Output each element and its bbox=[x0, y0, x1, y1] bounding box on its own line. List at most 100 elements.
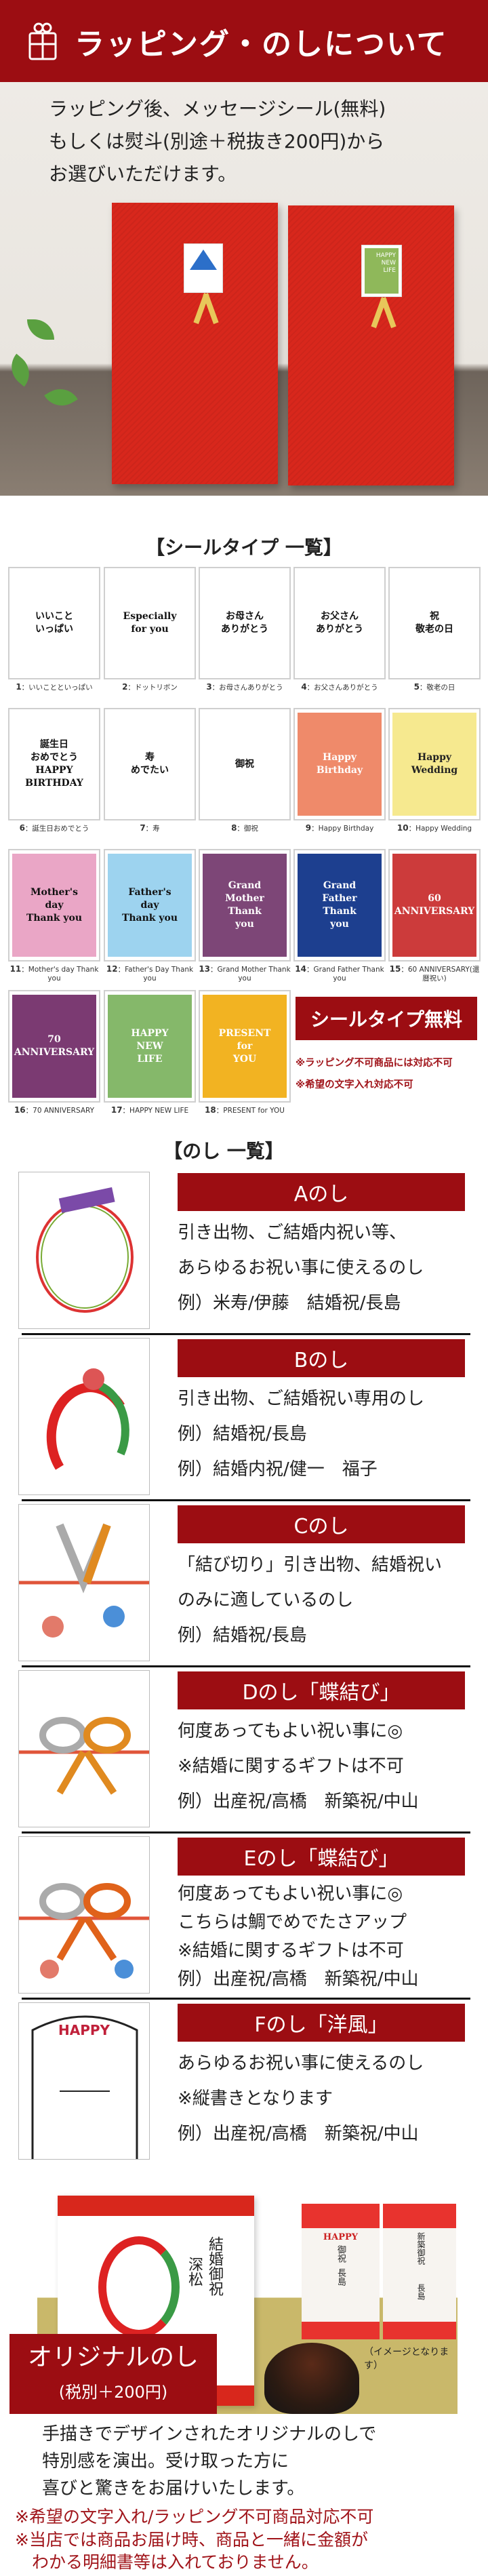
wrapped-gift-left bbox=[112, 203, 278, 484]
sticker-label: 5：敬老の日 bbox=[388, 683, 481, 692]
small-box-happy: HAPPY 御祝 長島 bbox=[302, 2204, 380, 2339]
sticker-art: 祝 敬老の日 bbox=[392, 572, 476, 675]
sticker-art: お母さん ありがとう bbox=[203, 572, 287, 675]
sticker-number: 2 bbox=[122, 682, 128, 692]
intro-line: もしくは熨斗(別途＋税抜き200円)から bbox=[49, 130, 385, 153]
noshi-illustration bbox=[31, 2015, 138, 2159]
badge-title: オリジナルのし bbox=[27, 2343, 199, 2371]
sticker-option-15: 60 ANNIVERSARY bbox=[388, 849, 481, 962]
separator: ： bbox=[24, 825, 33, 833]
noshi-description-line: 例）結婚内祝/健一 福子 bbox=[178, 1459, 378, 1480]
noshi-description: 何度あってもよい祝い事に◎こちらは鯛でめでたさアップ※結婚に関するギフトは不可例… bbox=[178, 1880, 483, 1994]
sticker-name: 60 ANNIVERSARY(還暦祝い) bbox=[407, 966, 480, 983]
separator: ： bbox=[216, 1107, 224, 1115]
sticker-option-13: Grand Mother Thank you bbox=[199, 849, 291, 962]
sticker-number: 17 bbox=[110, 1105, 123, 1115]
sticker-label: 13：Grand Mother Thank you bbox=[199, 965, 291, 983]
noshi-image-b bbox=[18, 1338, 150, 1495]
sticker-label: 8：御祝 bbox=[199, 824, 291, 833]
sticker-name: 敬老の日 bbox=[426, 683, 455, 692]
page-title: ラッピング・のしについて bbox=[75, 26, 448, 62]
noshi-description-line: こちらは鯛でめでたさアップ bbox=[178, 1912, 407, 1933]
footer-note: ※希望の文字入れ/ラッピング不可商品対応不可 bbox=[15, 2507, 374, 2527]
sticker-number: 3 bbox=[206, 682, 212, 692]
noshi-illustration bbox=[19, 1523, 149, 1638]
sticker-art: Grand Father Thank you bbox=[298, 854, 382, 957]
noshi-illustration bbox=[19, 1717, 149, 1795]
sticker-number: 8 bbox=[231, 823, 237, 833]
description-line: 特別感を演出。受け取った方に bbox=[42, 2451, 289, 2472]
sticker-number: 1 bbox=[16, 682, 22, 692]
noshi-title: Fのし「洋風」 bbox=[178, 2004, 465, 2042]
sticker-label: 10：Happy Wedding bbox=[388, 824, 481, 833]
noshi-image-e bbox=[18, 1836, 150, 1994]
noshi-description-line: あらゆるお祝い事に使えるのし bbox=[178, 1258, 424, 1278]
original-noshi-photo: 結婚御祝 深松 HAPPY 御祝 長島 新築御祝 長島 （イメージとなります） bbox=[37, 2190, 458, 2414]
noshi-description-line: 例）出産祝/高橋 新築祝/中山 bbox=[178, 2124, 419, 2144]
noshi-description: 引き出物、ご結婚祝い専用のし例）結婚祝/長島例）結婚内祝/健一 福子 bbox=[178, 1381, 483, 1487]
sticker-number: 4 bbox=[301, 682, 307, 692]
noshi-description-line: 引き出物、ご結婚内祝い等、 bbox=[178, 1223, 407, 1243]
sticker-name: Grand Father Thank you bbox=[313, 966, 384, 983]
sticker-list-title: 【シールタイプ 一覧】 bbox=[146, 536, 342, 559]
divider bbox=[22, 1998, 470, 2000]
separator: ： bbox=[237, 825, 244, 833]
sticker-name: お母さんありがとう bbox=[219, 683, 283, 692]
badge-price: (税別＋200円) bbox=[58, 2383, 168, 2402]
small-box-text: HAPPY bbox=[323, 2232, 359, 2242]
noshi-description: あらゆるお祝い事に使えるのし ※縦書きとなります例）出産祝/高橋 新築祝/中山 bbox=[178, 2046, 483, 2152]
divider bbox=[22, 1333, 470, 1335]
noshi-image-d bbox=[18, 1670, 150, 1827]
separator: ： bbox=[408, 825, 416, 833]
noshi-description-line: 何度あってもよい祝い事に◎ bbox=[178, 1884, 403, 1904]
sticker-number: 6 bbox=[19, 823, 25, 833]
separator: ： bbox=[401, 966, 408, 974]
sticker-label: 3：お母さんありがとう bbox=[199, 683, 291, 692]
ribbon bbox=[380, 297, 396, 328]
description-line: 手描きでデザインされたオリジナルのしで bbox=[42, 2424, 377, 2444]
small-box-shinchiku: 新築御祝 長島 bbox=[383, 2204, 456, 2339]
sticker-option-9: Happy Birthday bbox=[293, 708, 386, 820]
noshi-description-line: 何度あってもよい祝い事に◎ bbox=[178, 1721, 403, 1741]
separator: ： bbox=[21, 966, 28, 974]
noshi-ring-art bbox=[98, 2236, 180, 2338]
noshi-image-f: HAPPY bbox=[18, 2002, 150, 2160]
sticker-number: 15 bbox=[389, 964, 401, 974]
sticker-name: お父さんありがとう bbox=[314, 683, 378, 692]
separator: ： bbox=[210, 966, 218, 974]
footer-note: わかる明細書等は入れておりません。 bbox=[15, 2552, 319, 2572]
separator: ： bbox=[127, 683, 135, 692]
small-box-text: 御祝 bbox=[336, 2245, 346, 2263]
plant-leaf bbox=[44, 382, 78, 413]
sticker-art: HAPPY NEW LIFE bbox=[108, 995, 192, 1098]
noshi-title: Dのし「蝶結び」 bbox=[178, 1671, 465, 1709]
noshi-image-a bbox=[18, 1172, 150, 1329]
sticker-art: 60 ANNIVERSARY bbox=[392, 854, 476, 957]
noshi-description-line: 「結び切り」引き出物、結婚祝い bbox=[178, 1555, 443, 1575]
sticker-note: ※ラッピング不可商品には対応不可 bbox=[296, 1058, 453, 1069]
noshi-description-line: 例）出産祝/高橋 新築祝/中山 bbox=[178, 1791, 419, 1812]
gift-icon bbox=[28, 22, 57, 60]
original-noshi-description: 手描きでデザインされたオリジナルのしで 特別感を演出。受け取った方に 喜びと驚き… bbox=[42, 2421, 376, 2502]
sticker-label: 12：Father's Day Thank you bbox=[104, 965, 196, 983]
separator: ： bbox=[122, 1107, 130, 1115]
sticker-art: 70 ANNIVERSARY bbox=[12, 995, 96, 1098]
sticker-option-16: 70 ANNIVERSARY bbox=[8, 990, 100, 1103]
separator: ： bbox=[311, 825, 319, 833]
sticker-text: HAPPY NEW LIFE bbox=[365, 248, 399, 294]
sticker-label: 18：PRESENT for YOU bbox=[199, 1106, 291, 1115]
noshi-illustration bbox=[36, 1187, 134, 1313]
plant-leaf bbox=[27, 319, 54, 340]
sticker-art: Especially for you bbox=[108, 572, 192, 675]
sticker-label: 1：いいことといっぱい bbox=[8, 683, 100, 692]
noshi-description-line: ※結婚に関するギフトは不可 bbox=[178, 1941, 404, 1961]
noshi-description-line: ※縦書きとなります bbox=[178, 2088, 333, 2109]
separator: ： bbox=[21, 683, 29, 692]
footer-note: ※当店では商品お届け時、商品と一緒に金額が bbox=[15, 2530, 368, 2550]
sticker-art: お父さん ありがとう bbox=[298, 572, 382, 675]
sticker-option-3: お母さん ありがとう bbox=[199, 567, 291, 679]
plant-leaf bbox=[3, 353, 37, 387]
sticker-number: 10 bbox=[396, 823, 409, 833]
separator: ： bbox=[25, 1107, 33, 1115]
noshi-description-line: あらゆるお祝い事に使えるのし bbox=[178, 2053, 424, 2074]
